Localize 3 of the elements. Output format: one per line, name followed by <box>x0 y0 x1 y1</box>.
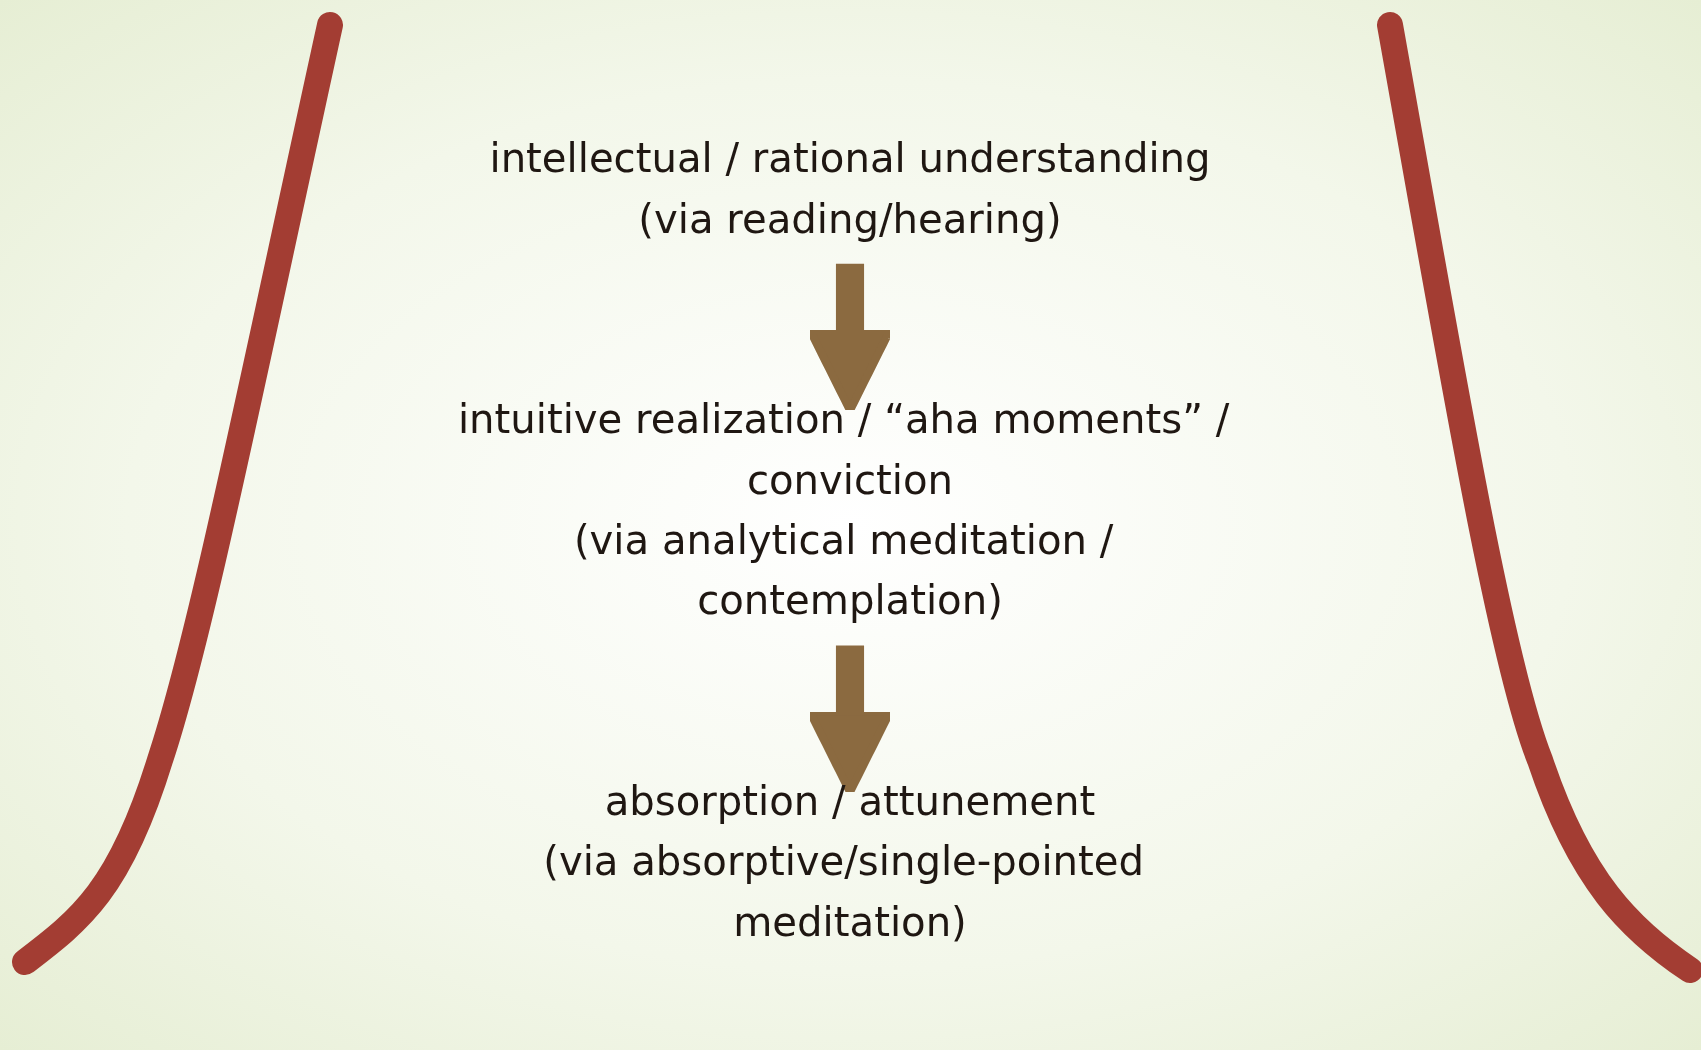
node-text: intuitive realization / “aha moments” / conviction (via analytical meditation / contemplation) <box>457 396 1230 624</box>
node-text: absorption / attunement (via absorptive/single-pointed meditation) <box>543 778 1144 945</box>
node-text: intellectual / rational understanding (via reading/hearing) <box>489 135 1211 242</box>
